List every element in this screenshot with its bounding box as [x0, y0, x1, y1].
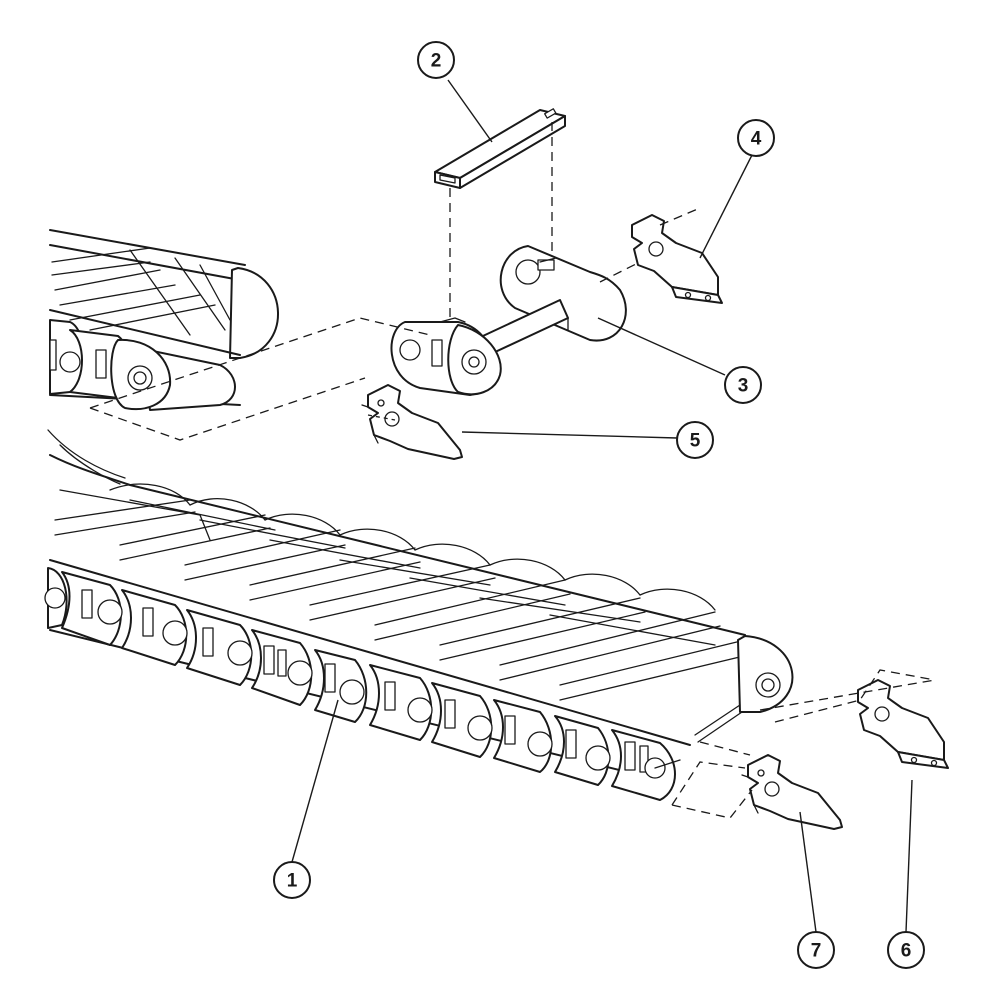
leader-4 [699, 154, 753, 259]
callout-3-label: 3 [738, 376, 749, 397]
callout-7-label: 7 [811, 941, 822, 962]
leader-7 [799, 811, 817, 933]
assembly-guides [89, 207, 936, 819]
callout-6: 6 [887, 931, 925, 969]
leader-6 [905, 779, 913, 933]
callout-4-label: 4 [751, 129, 762, 150]
callout-2: 2 [417, 41, 455, 79]
part-2-bar [434, 108, 566, 318]
callout-6-label: 6 [901, 941, 912, 962]
leader-1 [291, 699, 339, 863]
callout-1-label: 1 [287, 871, 298, 892]
part-6-bracket [857, 679, 949, 769]
part-4-bracket [631, 214, 723, 304]
part-3-link [390, 245, 627, 396]
leader-2 [447, 79, 493, 143]
leader-3 [597, 317, 726, 376]
part-7-bracket [741, 754, 843, 830]
front-link-plates [44, 567, 681, 801]
leader-5 [461, 431, 678, 439]
part-5-bracket [361, 384, 463, 460]
callout-7: 7 [797, 931, 835, 969]
cable-chain-main [44, 429, 794, 801]
callout-5: 5 [676, 421, 714, 459]
callout-5-label: 5 [690, 431, 701, 452]
callout-4: 4 [737, 119, 775, 157]
upper-chain-segment [49, 229, 279, 411]
callout-3: 3 [724, 366, 762, 404]
leader-lines [291, 79, 913, 933]
callout-2-label: 2 [431, 51, 442, 72]
callout-1: 1 [273, 861, 311, 899]
